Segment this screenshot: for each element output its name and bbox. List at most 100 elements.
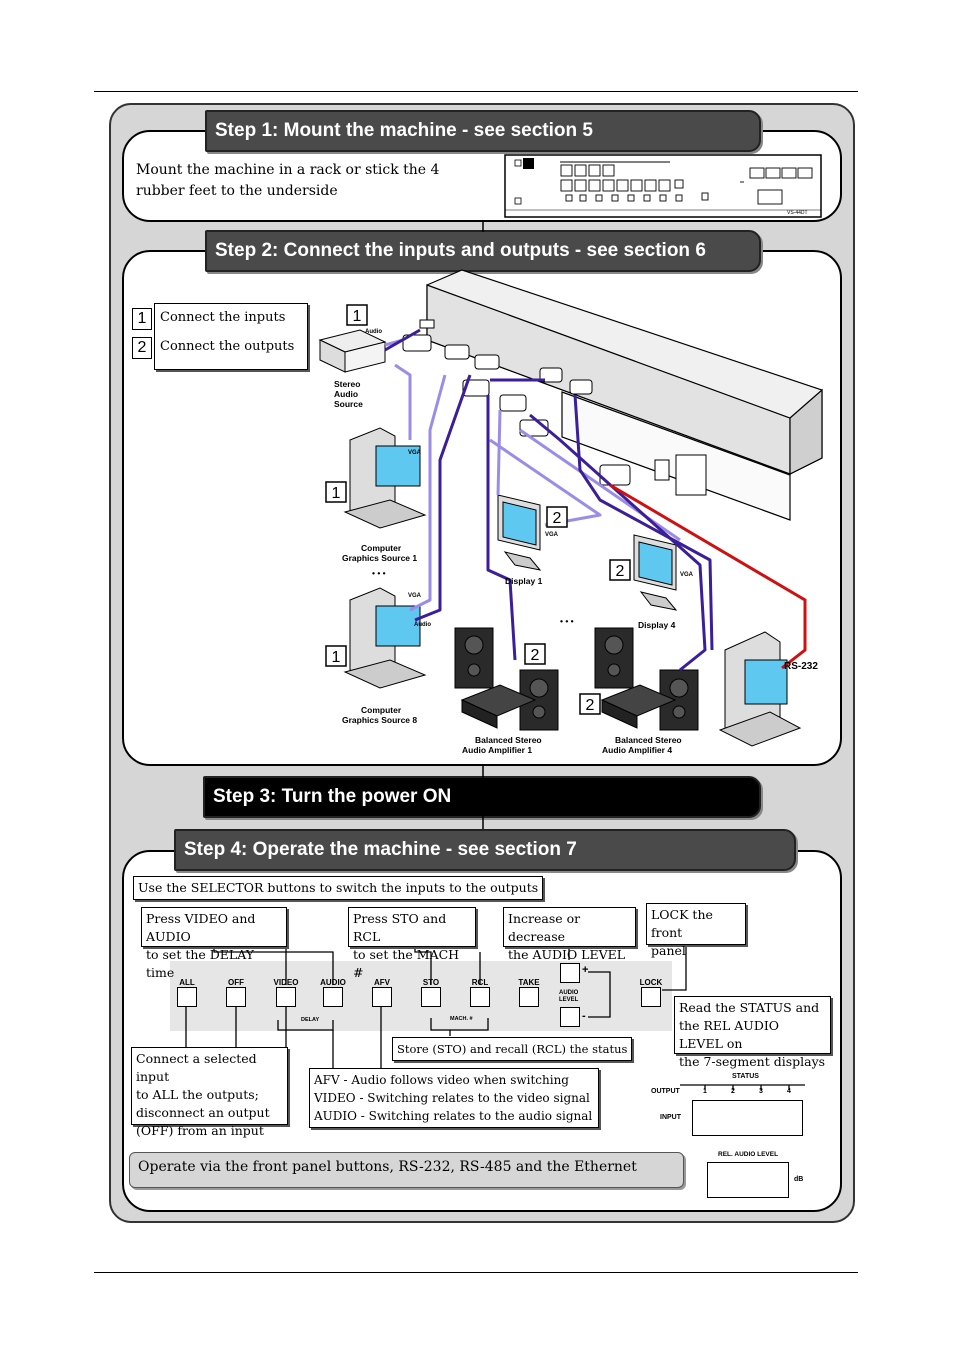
label-audio-8: Audio xyxy=(414,622,431,628)
status-input-label: INPUT xyxy=(660,1114,681,1121)
legend-label-inputs: Connect the inputs xyxy=(160,310,286,325)
step1-title: Step 1: Mount the machine - see section … xyxy=(205,110,761,152)
note-audio-level-line1: Increase or decrease xyxy=(508,911,581,944)
rel-audio-level-label: REL. AUDIO LEVEL xyxy=(718,1151,779,1158)
lock-button-label: LOCK xyxy=(639,978,663,987)
note-status: Read the STATUS and the REL AUDIO LEVEL … xyxy=(674,996,831,1069)
audio-level-label-1: AUDIO xyxy=(559,990,579,996)
afv-button-label: AFV xyxy=(374,978,390,987)
all-button-label: ALL xyxy=(179,978,195,987)
label-rs232: RS-232 xyxy=(784,661,818,672)
label-display4: Display 4 xyxy=(638,620,676,630)
step3-title: Step 3: Turn the power ON xyxy=(203,776,761,818)
note-afv: AFV - Audio follows video when switching… xyxy=(309,1068,599,1128)
note-mach: Press STO and RCL to set the MACH # xyxy=(348,907,476,980)
note-delay-line2: to set the DELAY time xyxy=(146,947,254,980)
note-status-line2: the REL AUDIO LEVEL on xyxy=(679,1018,780,1051)
label-stereo-source-2: Audio xyxy=(334,389,359,399)
label-amp4-1: Balanced Stereo xyxy=(615,735,682,745)
note-afv-line1: AFV - Audio follows video when switching xyxy=(314,1073,569,1087)
rcl-button[interactable] xyxy=(470,987,490,1007)
label-cgs8-2: Graphics Source 8 xyxy=(342,715,418,725)
note-all-line4: (OFF) from an input xyxy=(136,1123,264,1138)
lock-button[interactable] xyxy=(641,987,661,1007)
note-mach-line1: Press STO and RCL xyxy=(353,911,447,944)
video-button-label: VIDEO xyxy=(273,978,299,987)
status-output-3: 3 xyxy=(759,1088,763,1095)
label-stereo-source-1: Stereo xyxy=(334,379,361,389)
note-selector-text: Use the SELECTOR buttons to switch the i… xyxy=(138,880,539,895)
rcl-button-label: RCL xyxy=(471,978,489,987)
sto-button[interactable] xyxy=(421,987,441,1007)
status-output-label: OUTPUT xyxy=(651,1088,680,1095)
label-amp4-2: Audio Amplifier 4 xyxy=(602,745,673,755)
label-ellipsis-2: • • • xyxy=(560,616,574,626)
mach-label: MACH. # xyxy=(450,1016,473,1022)
label-cgs1-2: Graphics Source 1 xyxy=(342,553,418,563)
status-title: STATUS xyxy=(732,1073,759,1080)
audio-button-label: AUDIO xyxy=(320,978,346,987)
take-button-label: TAKE xyxy=(518,978,540,987)
label-amp1-1: Balanced Stereo xyxy=(475,735,542,745)
label-amp1-2: Audio Amplifier 1 xyxy=(462,745,533,755)
label-cgs1-1: Computer xyxy=(361,543,402,553)
status-input-display xyxy=(692,1100,803,1136)
plus-icon: + xyxy=(582,964,589,976)
legend-num-1: 1 xyxy=(132,308,152,330)
note-lock: LOCK the front panel xyxy=(646,903,746,958)
minus-icon: - xyxy=(582,1010,586,1022)
audio-level-label-2: LEVEL xyxy=(559,997,579,1003)
note-afv-line2: VIDEO - Switching relates to the video s… xyxy=(314,1091,590,1105)
step1-text-line1: Mount the machine in a rack or stick the… xyxy=(136,162,440,178)
audio-button[interactable] xyxy=(323,987,343,1007)
label-vga-8: VGA xyxy=(408,593,422,599)
take-button[interactable] xyxy=(519,987,539,1007)
label-vga-display1: VGA xyxy=(545,532,559,538)
label-ellipsis-1: • • • xyxy=(372,568,386,578)
video-button[interactable] xyxy=(276,987,296,1007)
note-selector: Use the SELECTOR buttons to switch the i… xyxy=(133,876,544,900)
note-operate-text: Operate via the front panel buttons, RS-… xyxy=(138,1159,637,1175)
note-store-text: Store (STO) and recall (RCL) the status xyxy=(397,1042,628,1056)
status-output-2: 2 xyxy=(731,1088,735,1095)
note-audio-level-line2: the AUDIO LEVEL xyxy=(508,947,626,962)
status-output-4: 4 xyxy=(787,1088,791,1095)
note-mach-line2: to set the MACH # xyxy=(353,947,460,980)
audio-level-up-button[interactable] xyxy=(560,963,580,983)
note-all-line1: Connect a selected input xyxy=(136,1051,257,1084)
delay-label: DELAY xyxy=(301,1017,320,1023)
note-delay: Press VIDEO and AUDIO to set the DELAY t… xyxy=(141,907,287,980)
note-all: Connect a selected input to ALL the outp… xyxy=(131,1047,288,1138)
afv-button[interactable] xyxy=(372,987,392,1007)
label-audio-top: Audio xyxy=(365,329,382,335)
step1-text-line2: rubber feet to the underside xyxy=(136,183,338,199)
step4-title: Step 4: Operate the machine - see sectio… xyxy=(174,829,796,871)
audio-level-down-button[interactable] xyxy=(560,1007,580,1027)
legend-num-2: 2 xyxy=(132,337,152,359)
label-vga-display4: VGA xyxy=(680,572,694,578)
db-label: dB xyxy=(794,1176,804,1183)
status-output-1: 1 xyxy=(703,1088,707,1095)
all-button[interactable] xyxy=(177,987,197,1007)
label-stereo-source-3: Source xyxy=(334,399,363,409)
note-lock-line2: panel xyxy=(651,943,686,958)
note-audio-level: Increase or decrease the AUDIO LEVEL xyxy=(503,907,636,962)
note-afv-line3: AUDIO - Switching relates to the audio s… xyxy=(314,1109,593,1123)
top-rule xyxy=(94,91,858,92)
note-status-line1: Read the STATUS and xyxy=(679,1000,820,1015)
note-all-line3: disconnect an output xyxy=(136,1105,270,1120)
sto-button-label: STO xyxy=(422,978,440,987)
note-operate: Operate via the front panel buttons, RS-… xyxy=(129,1152,684,1188)
note-store: Store (STO) and recall (RCL) the status xyxy=(392,1037,633,1061)
rel-audio-level-display xyxy=(707,1162,789,1198)
label-display1: Display 1 xyxy=(505,576,543,586)
bottom-rule xyxy=(94,1272,858,1273)
label-cgs8-1: Computer xyxy=(361,705,402,715)
note-lock-line1: LOCK the front xyxy=(651,907,713,940)
off-button-label: OFF xyxy=(228,978,244,987)
label-vga-1: VGA xyxy=(408,450,422,456)
note-status-line3: the 7-segment displays xyxy=(679,1054,826,1069)
note-all-line2: to ALL the outputs; xyxy=(136,1087,259,1102)
off-button[interactable] xyxy=(226,987,246,1007)
note-delay-line1: Press VIDEO and AUDIO xyxy=(146,911,256,944)
